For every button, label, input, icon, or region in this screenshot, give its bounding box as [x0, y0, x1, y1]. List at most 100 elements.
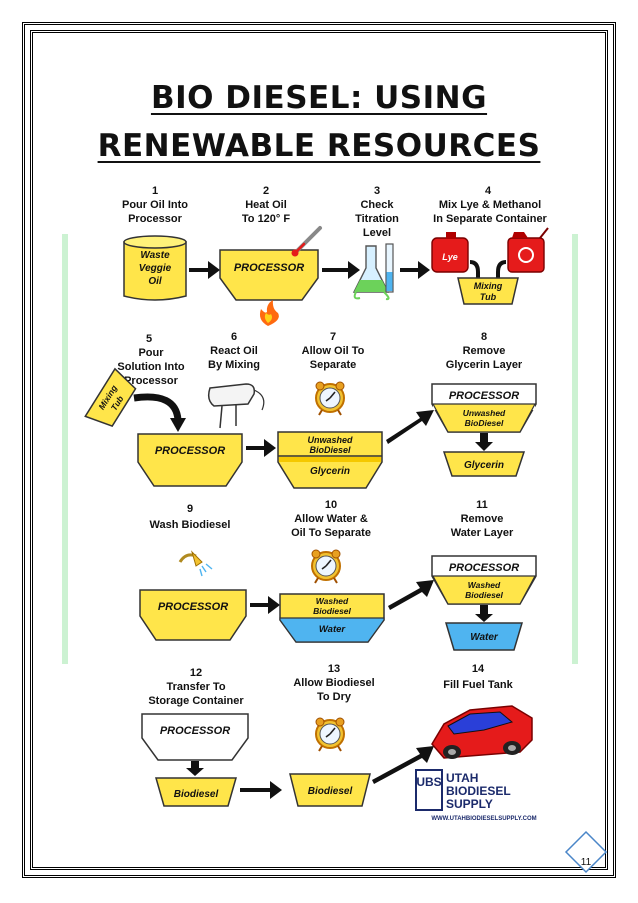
biodiesel-label: Biodiesel [174, 789, 219, 800]
car-icon [431, 705, 533, 759]
step-text: Mix Lye & Methanol [439, 199, 541, 211]
step-text: Glycerin Layer [446, 359, 523, 371]
step-4: 4 Mix Lye & Methanol In Separate Contain… [433, 185, 547, 225]
processor-label: PROCESSOR [449, 390, 519, 402]
washed-label: Biodiesel [465, 590, 503, 600]
step-text: Separate [310, 359, 356, 371]
glycerin-label: Glycerin [310, 466, 350, 477]
step-text: Transfer To [166, 681, 225, 693]
biodiesel-container: Biodiesel [289, 773, 371, 807]
processor-tank-drain: PROCESSOR Unwashed BioDiesel [431, 383, 537, 433]
processor-label: PROCESSOR [160, 725, 230, 737]
pour-arrow [496, 260, 507, 280]
step-number: 9 [187, 503, 193, 515]
step-number: 7 [330, 331, 336, 343]
mixer-icon [207, 383, 265, 429]
drain-arrow [475, 605, 493, 622]
side-band-right [572, 234, 578, 664]
lye-jug-icon: Lye [431, 232, 469, 273]
processor-tank: PROCESSOR [139, 589, 247, 641]
lye-label: Lye [442, 252, 458, 262]
processor-tank-white: PROCESSOR [141, 713, 249, 761]
step-13: 13 Allow Biodiesel To Dry [293, 663, 374, 703]
step-text: Processor [124, 375, 179, 387]
step-text: Remove [463, 345, 506, 357]
page-title-line2: RENEWABLE RESOURCES [97, 128, 541, 164]
step-number: 8 [481, 331, 487, 343]
brand-line: UTAH [446, 771, 478, 785]
step-number: 14 [472, 663, 485, 675]
waste-oil-label: Veggie [139, 263, 172, 274]
page-border-outer [22, 22, 616, 878]
step-text: Heat Oil [245, 199, 287, 211]
biodiesel-container: Biodiesel [155, 777, 237, 807]
step-number: 12 [190, 667, 202, 679]
mixing-tub-label: Mixing [474, 281, 503, 291]
step-number: 6 [231, 331, 237, 343]
pour-arrow [469, 260, 480, 280]
step-text: Oil To Separate [291, 527, 371, 539]
step-3: 3 Check Titration Level [355, 185, 399, 239]
flow-arrow [400, 261, 430, 279]
flask-icon [352, 243, 394, 301]
flow-arrow [189, 261, 220, 279]
unwashed-label: Unwashed [307, 435, 353, 445]
washed-label: Washed [316, 596, 349, 606]
processor-label: PROCESSOR [158, 601, 228, 613]
mixing-tub-label: Tub [480, 292, 497, 302]
flow-arrow [386, 410, 434, 444]
step-text: Pour Oil Into [122, 199, 188, 211]
step-8: 8 Remove Glycerin Layer [446, 331, 523, 371]
brand-line: SUPPLY [446, 797, 493, 811]
step-6: 6 React Oil By Mixing [208, 331, 260, 371]
washed-label: Biodiesel [313, 606, 351, 616]
processor-tank-drain: PROCESSOR Washed Biodiesel [431, 555, 537, 605]
brand-monogram: UBS [416, 775, 441, 789]
flame-icon [259, 300, 279, 326]
processor-tank: PROCESSOR [219, 249, 319, 301]
flow-arrow [250, 596, 280, 614]
drain-arrow [475, 433, 493, 451]
step-number: 11 [476, 499, 488, 511]
page-title-line1: BIO DIESEL: USING [150, 80, 488, 116]
step-number: 3 [374, 185, 380, 197]
water-label: Water [319, 624, 347, 635]
step-text: Pour [138, 347, 164, 359]
step-10: 10 Allow Water & Oil To Separate [291, 499, 371, 539]
water-container: Water [444, 622, 524, 651]
waste-oil-label: Oil [148, 276, 162, 287]
flow-arrow [388, 580, 434, 610]
drain-arrow [186, 761, 204, 776]
step-1: 1 Pour Oil Into Processor [122, 185, 188, 225]
step-text: Level [363, 227, 391, 239]
timer-clock-icon [311, 549, 341, 584]
page-border-inner [30, 30, 608, 870]
page-number-badge: 11 [564, 830, 608, 874]
wash-separation-tank: Washed Biodiesel Water [279, 593, 385, 643]
brand-logo: UBS UTAH BIODIESEL SUPPLY WWW.UTAHBIODIE… [415, 769, 537, 822]
step-number: 4 [485, 185, 492, 197]
flow-arrow [240, 781, 282, 799]
step-text: In Separate Container [433, 213, 547, 225]
step-text: Storage Container [148, 695, 244, 707]
step-7: 7 Allow Oil To Separate [302, 331, 365, 371]
brand-line: BIODIESEL [446, 784, 511, 798]
thermometer-icon [291, 226, 322, 257]
step-text: To Dry [317, 691, 352, 703]
water-label: Water [470, 632, 499, 643]
step-text: Remove [461, 513, 504, 525]
step-number: 1 [152, 185, 158, 197]
processor-label: PROCESSOR [449, 562, 519, 574]
step-number: 13 [328, 663, 340, 675]
separation-tank: Unwashed BioDiesel Glycerin [277, 431, 383, 489]
step-text: Titration [355, 213, 399, 225]
unwashed-label: BioDiesel [465, 418, 504, 428]
step-text: Allow Biodiesel [293, 677, 374, 689]
step-text: By Mixing [208, 359, 260, 371]
step-number: 10 [325, 499, 337, 511]
step-text: Solution Into [117, 361, 184, 373]
step-text: Water Layer [451, 527, 514, 539]
step-text: Fill Fuel Tank [443, 679, 513, 691]
pour-arrow [133, 393, 182, 421]
